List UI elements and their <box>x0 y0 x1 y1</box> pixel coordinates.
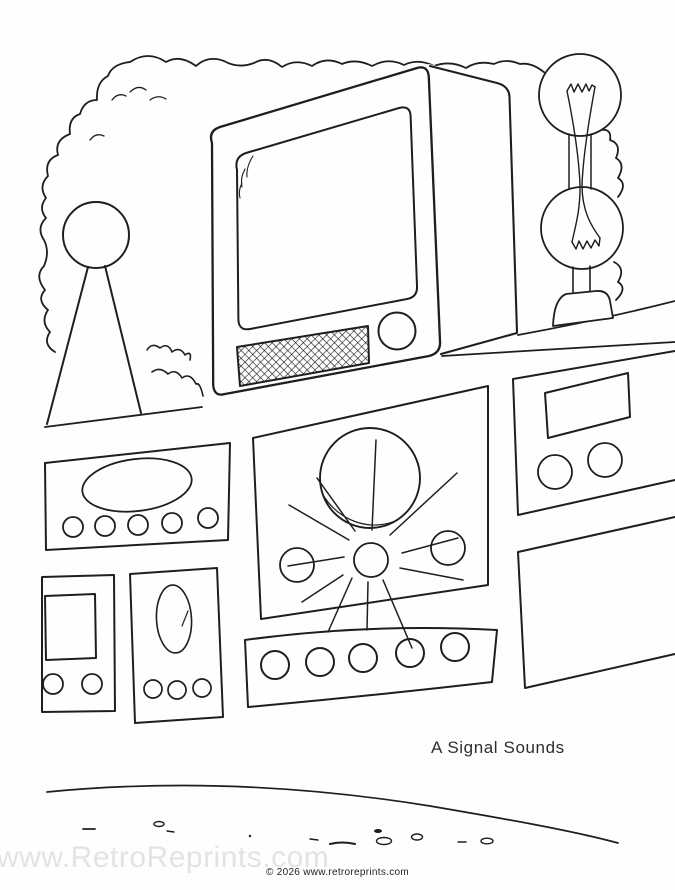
tv-side-outline <box>428 64 519 356</box>
button <box>348 643 378 673</box>
knob <box>81 673 103 695</box>
pebble-dash <box>166 830 175 833</box>
spark-rails <box>568 133 592 190</box>
radio-tower <box>46 201 142 425</box>
button <box>440 632 470 662</box>
cloud-inner-arcs <box>89 86 167 141</box>
spark-zigzag-bottom <box>571 237 601 250</box>
tv-knob <box>377 311 417 351</box>
panel-buttons-outline <box>244 626 498 708</box>
speaker-grille <box>236 325 370 387</box>
panel-signal-outline <box>252 385 489 620</box>
signal-dial <box>319 427 421 529</box>
tower-legs <box>46 265 142 425</box>
signal-dial-shade <box>322 494 396 526</box>
cloud-top-edge <box>129 55 546 74</box>
spark-zigzag-top <box>566 83 596 93</box>
pebble-dash <box>329 841 356 845</box>
square-meter <box>44 593 97 661</box>
copyright-text: © 2026 www.retroreprints.com <box>265 867 410 878</box>
knob <box>94 515 116 537</box>
panel-square-meter <box>41 574 116 713</box>
button <box>395 638 425 668</box>
spark-stem <box>572 265 591 293</box>
console-edge-left <box>44 406 203 428</box>
cloud-treeline <box>38 55 624 353</box>
pebble <box>374 829 382 833</box>
signal-center-knob <box>353 542 389 578</box>
knob <box>197 507 219 529</box>
button <box>260 650 290 680</box>
knob <box>62 516 84 538</box>
tv-screen <box>235 106 419 331</box>
oval-display <box>81 457 193 513</box>
button <box>305 647 335 677</box>
cloud-left-edge <box>38 61 131 353</box>
panel-right-meter-outline <box>512 350 675 516</box>
panel-oval-display <box>44 442 231 551</box>
panel-oval-outline <box>44 442 231 551</box>
signal-right-knob <box>430 530 466 566</box>
tower-head <box>62 201 130 269</box>
knob <box>143 679 163 699</box>
spark-base <box>552 290 614 327</box>
pebble <box>480 837 494 845</box>
caption-text: A Signal Sounds <box>431 738 565 757</box>
panel-right-meter <box>512 350 675 516</box>
knob <box>587 442 623 478</box>
pebble <box>410 833 424 841</box>
signal-left-knob <box>279 547 315 583</box>
panel-five-buttons <box>244 626 498 708</box>
vertical-dial <box>155 584 193 654</box>
oval-panel-knobs <box>62 507 219 538</box>
pebbles <box>82 820 494 846</box>
knob <box>42 673 64 695</box>
panel-signal-dial <box>252 385 489 649</box>
knob <box>192 678 212 698</box>
signal-rays <box>287 439 464 649</box>
console-shelf-edge <box>441 341 675 357</box>
television-set <box>205 64 519 397</box>
panel-square-outline <box>41 574 116 713</box>
screen-reflection-marks <box>238 155 254 199</box>
tv-front-outline <box>209 66 442 396</box>
panel-right-blank <box>517 516 675 689</box>
dial-pointer <box>181 610 189 627</box>
pebble-dot <box>248 834 252 838</box>
watermark-text: www.RetroReprints.com <box>0 841 330 874</box>
ground-line <box>46 784 619 844</box>
knob <box>127 514 149 536</box>
pebble <box>153 820 165 828</box>
panel-vertical-dial <box>129 567 224 724</box>
cloud-right-edge <box>599 128 624 301</box>
spark-sphere-bottom <box>540 186 624 270</box>
ground <box>46 784 619 846</box>
spark-gap-antenna <box>538 53 624 327</box>
pebble-dash <box>309 838 319 841</box>
right-meter-window <box>544 372 631 439</box>
knob <box>167 680 187 700</box>
pebble <box>375 836 393 846</box>
spark-sphere-top <box>538 53 622 137</box>
knob <box>161 512 183 534</box>
panel-vertical-outline <box>129 567 224 724</box>
bush-scallops <box>146 344 204 397</box>
spark-bowtie <box>566 86 601 243</box>
knob <box>537 454 573 490</box>
